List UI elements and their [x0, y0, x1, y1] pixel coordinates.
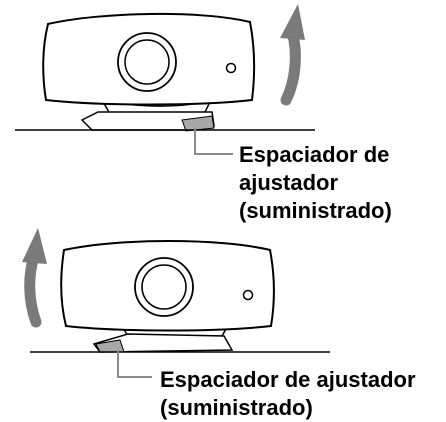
top-label-line-3: (suministrado) — [239, 198, 392, 223]
bottom-indicator-icon — [242, 289, 254, 301]
top-spacer — [181, 115, 215, 132]
top-leader-line — [194, 128, 233, 155]
bottom-label-line-2: (suministrado) — [160, 395, 313, 420]
bottom-figure — [22, 228, 330, 378]
bottom-label-line-1: Espaciador de ajustador — [160, 367, 416, 392]
top-spacer-label: Espaciador de ajustador (suministrado) — [239, 141, 392, 225]
bottom-projector-lens — [134, 257, 194, 317]
top-figure — [15, 4, 315, 155]
top-label-line-1: Espaciador de — [239, 142, 390, 167]
top-label-line-2: ajustador — [239, 170, 339, 195]
bottom-spacer-label: Espaciador de ajustador (suministrado) — [160, 366, 416, 422]
top-tilt-arrow — [280, 4, 305, 106]
bottom-leader-line — [117, 350, 152, 378]
top-indicator-icon — [225, 62, 237, 74]
top-projector-lens — [117, 32, 177, 92]
bottom-tilt-arrow — [22, 228, 47, 328]
